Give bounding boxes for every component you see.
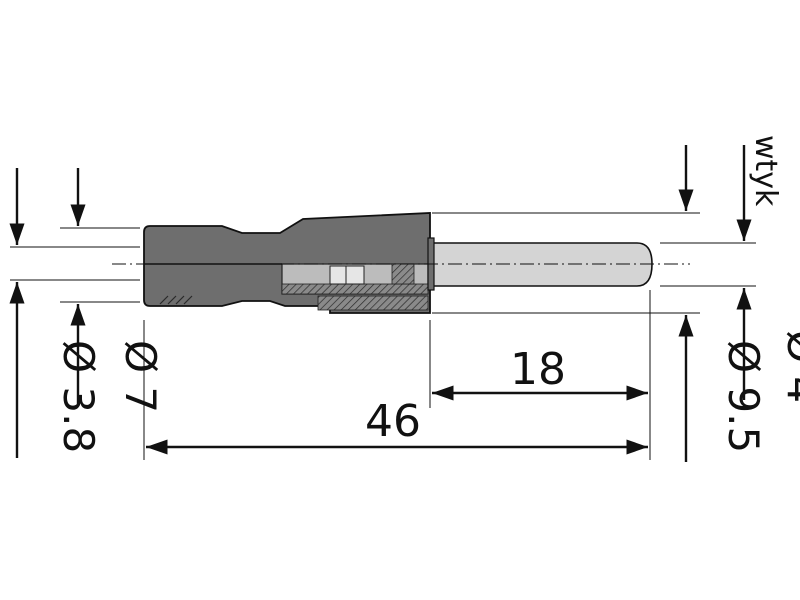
label-wtyk: wtyk: [748, 135, 783, 207]
dim-total-length: 46: [365, 396, 421, 447]
sleeve-hatch-marks: [159, 295, 193, 305]
hatch-bottom: [317, 295, 429, 311]
hatch-lower: [281, 283, 429, 295]
plug-body: [112, 212, 690, 314]
extension-lines: [10, 212, 756, 460]
dim-right-outer-diameter: Ø 9.5: [719, 340, 768, 453]
plug-pin: [427, 242, 653, 287]
hatch-nut: [391, 263, 415, 285]
dim-pin-diameter: Ø 4: [778, 330, 800, 403]
contact-insert: [329, 265, 365, 285]
dim-left-outer-diameter: Ø 3.8: [54, 340, 103, 453]
length-dimension-lines: [146, 385, 648, 455]
right-diameter-arrows: [678, 145, 752, 462]
dim-pin-length: 18: [510, 344, 566, 395]
dim-left-inner-diameter: Ø 7: [116, 340, 165, 413]
left-diameter-arrows: [9, 168, 86, 458]
